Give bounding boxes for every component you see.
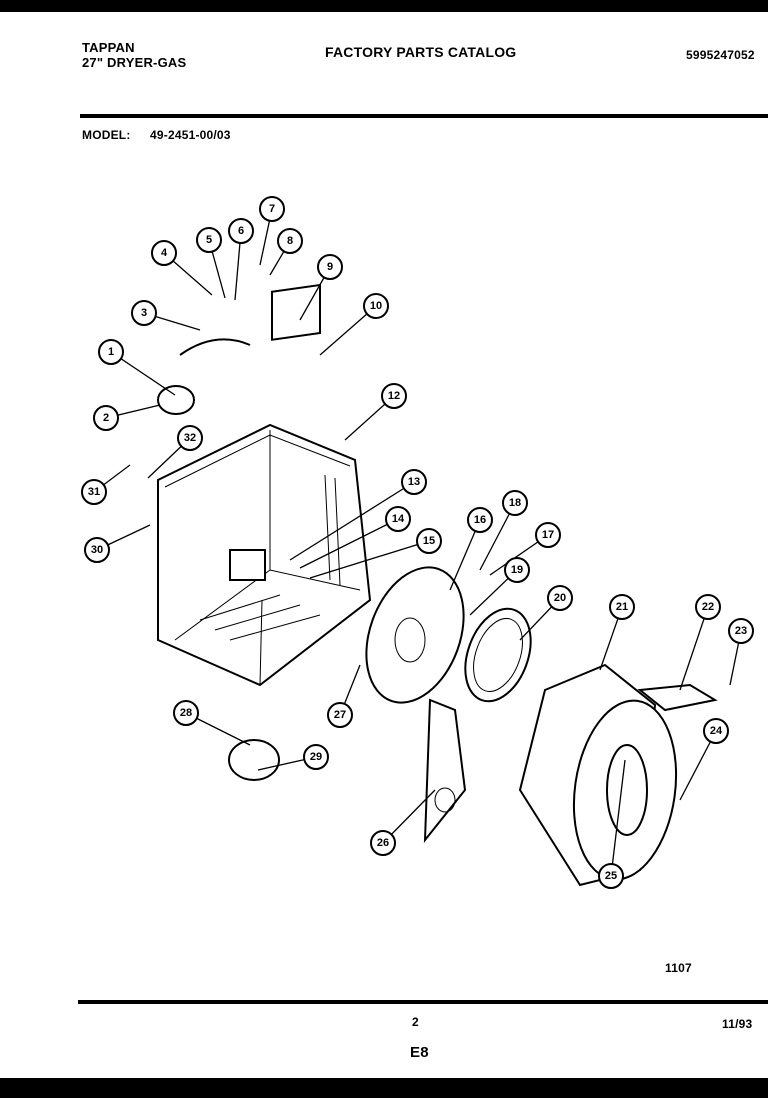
callout-12: 12 [381, 383, 407, 409]
svg-text:28: 28 [180, 707, 192, 719]
svg-text:19: 19 [511, 564, 523, 576]
footer-date: 11/93 [722, 1017, 753, 1031]
svg-text:16: 16 [474, 514, 486, 526]
callout-5: 5 [196, 227, 222, 253]
bulkhead-opening [394, 617, 426, 663]
drum [518, 663, 678, 887]
catalog-title: FACTORY PARTS CATALOG [325, 44, 517, 60]
duct-plate [423, 698, 467, 843]
callout-26: 26 [370, 830, 396, 856]
svg-text:7: 7 [269, 203, 275, 215]
svg-text:5: 5 [206, 234, 212, 246]
callout-13: 13 [401, 469, 427, 495]
scan-border-bottom [0, 1078, 768, 1098]
section-code: E8 [410, 1044, 429, 1061]
svg-text:1: 1 [108, 346, 114, 358]
svg-text:4: 4 [161, 247, 168, 259]
svg-text:23: 23 [735, 625, 747, 637]
header-divider [80, 114, 768, 118]
baffle [637, 683, 718, 712]
svg-text:12: 12 [388, 390, 400, 402]
seal-ring [464, 607, 532, 703]
brand-name: TAPPAN [82, 40, 135, 55]
callout-23: 23 [728, 618, 754, 644]
callout-14: 14 [385, 506, 411, 532]
callout-2: 2 [93, 405, 119, 431]
svg-text:18: 18 [509, 497, 521, 509]
callout-30: 30 [84, 537, 110, 563]
callout-3: 3 [131, 300, 157, 326]
svg-text:30: 30 [91, 544, 103, 556]
callout-19: 19 [504, 557, 530, 583]
svg-text:32: 32 [184, 432, 196, 444]
model-number: 49-2451-00/03 [150, 128, 231, 142]
callout-25: 25 [598, 863, 624, 889]
model-label: MODEL: [82, 128, 131, 142]
callout-29: 29 [303, 744, 329, 770]
svg-text:22: 22 [702, 601, 714, 613]
callout-27: 27 [327, 702, 353, 728]
detail-circle-28 [228, 739, 280, 781]
svg-text:15: 15 [423, 535, 435, 547]
callout-10: 10 [363, 293, 389, 319]
scan-border-top [0, 0, 768, 12]
svg-text:14: 14 [392, 513, 405, 525]
svg-text:8: 8 [287, 235, 293, 247]
callout-4: 4 [151, 240, 177, 266]
svg-text:6: 6 [238, 225, 244, 237]
page-number: 2 [412, 1015, 419, 1029]
callout-7: 7 [259, 196, 285, 222]
callout-1: 1 [98, 339, 124, 365]
callout-17: 17 [535, 522, 561, 548]
svg-text:25: 25 [605, 870, 617, 882]
bracket-part [179, 338, 251, 356]
svg-text:17: 17 [542, 529, 554, 541]
svg-text:2: 2 [103, 412, 109, 424]
callout-28: 28 [173, 700, 199, 726]
lint-screen-part [271, 283, 321, 341]
catalog-number: 5995247052 [686, 48, 755, 62]
callout-15: 15 [416, 528, 442, 554]
callout-22: 22 [695, 594, 721, 620]
callout-6: 6 [228, 218, 254, 244]
callout-21: 21 [609, 594, 635, 620]
svg-text:27: 27 [334, 709, 346, 721]
footer-divider [78, 1000, 768, 1004]
detail-circle-1 [157, 385, 195, 415]
callout-18: 18 [502, 490, 528, 516]
callout-16: 16 [467, 507, 493, 533]
svg-text:9: 9 [327, 261, 333, 273]
callout-24: 24 [703, 718, 729, 744]
svg-text:21: 21 [616, 601, 628, 613]
callout-32: 32 [177, 425, 203, 451]
product-name: 27" DRYER-GAS [82, 55, 187, 70]
figure-number: 1107 [665, 961, 692, 975]
svg-text:3: 3 [141, 307, 147, 319]
callout-31: 31 [81, 479, 107, 505]
callout-9: 9 [317, 254, 343, 280]
svg-text:29: 29 [310, 751, 322, 763]
callout-20: 20 [547, 585, 573, 611]
cabinet [157, 423, 372, 687]
svg-text:24: 24 [710, 725, 723, 737]
svg-text:13: 13 [408, 476, 420, 488]
front-bulkhead [365, 566, 465, 704]
callout-8: 8 [277, 228, 303, 254]
svg-text:10: 10 [370, 300, 382, 312]
svg-text:26: 26 [377, 837, 389, 849]
svg-text:20: 20 [554, 592, 566, 604]
svg-text:31: 31 [88, 486, 100, 498]
